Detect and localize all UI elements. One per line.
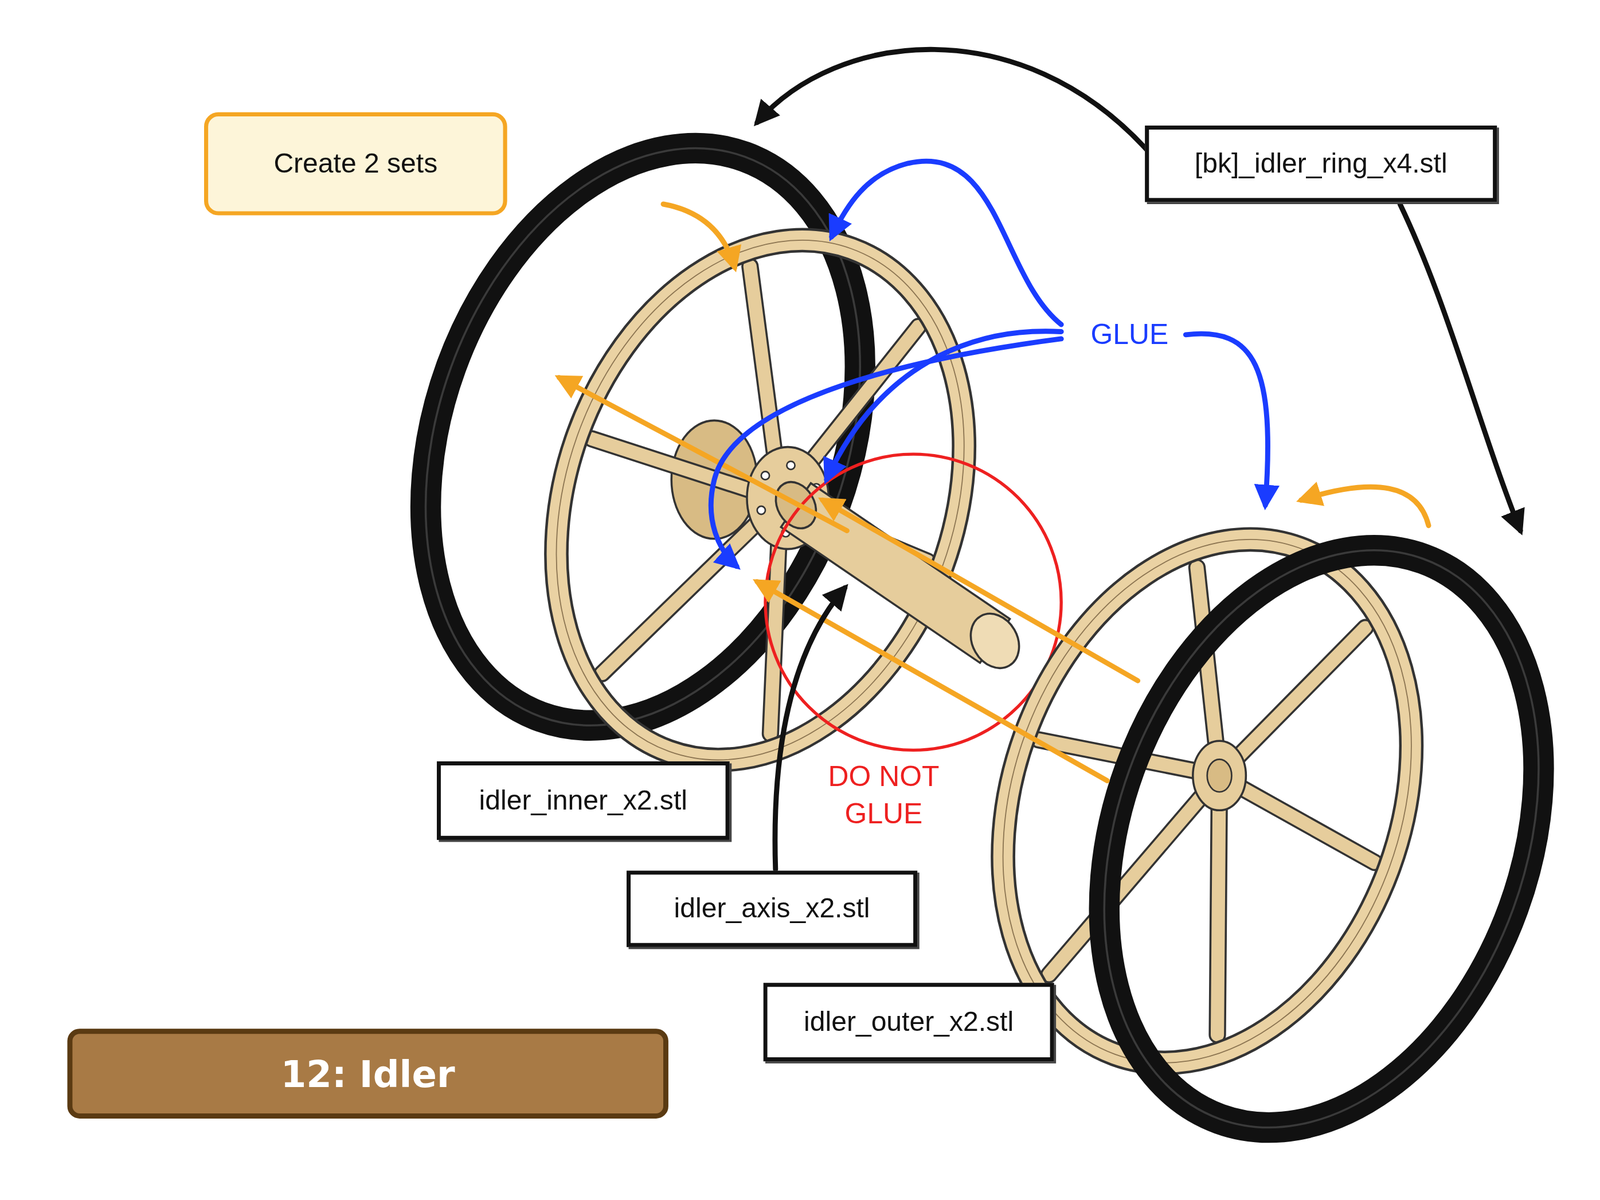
title-box: 12: Idler: [67, 1028, 668, 1119]
node-text: Create 2 sets: [273, 147, 438, 180]
file-box: idler_outer_x2.stl: [763, 982, 1054, 1062]
node-text: [bk]_idler_ring_x4.stl: [1194, 147, 1448, 180]
assembly-arrows: [558, 204, 1429, 781]
note-box: Create 2 sets: [204, 112, 508, 216]
node-text: idler_outer_x2.stl: [803, 1006, 1014, 1038]
glue-arrows: [710, 161, 1268, 567]
inner-wheel: [486, 182, 1035, 818]
do-not-glue-circle: [765, 454, 1062, 750]
title: 12: Idler: [280, 1052, 456, 1095]
file-box: [bk]_idler_ring_x4.stl: [1144, 125, 1497, 203]
leader-arrows: [757, 49, 1521, 870]
glue-label: GLUE: [1071, 315, 1188, 354]
black-ring: [1027, 489, 1600, 1189]
node-text: idler_axis_x2.stl: [674, 893, 871, 925]
do-not-glue-label: DO NOT GLUE: [817, 757, 950, 833]
node-text: idler_inner_x2.stl: [479, 784, 688, 817]
file-box: idler_axis_x2.stl: [626, 870, 918, 948]
file-box: idler_inner_x2.stl: [436, 761, 730, 840]
